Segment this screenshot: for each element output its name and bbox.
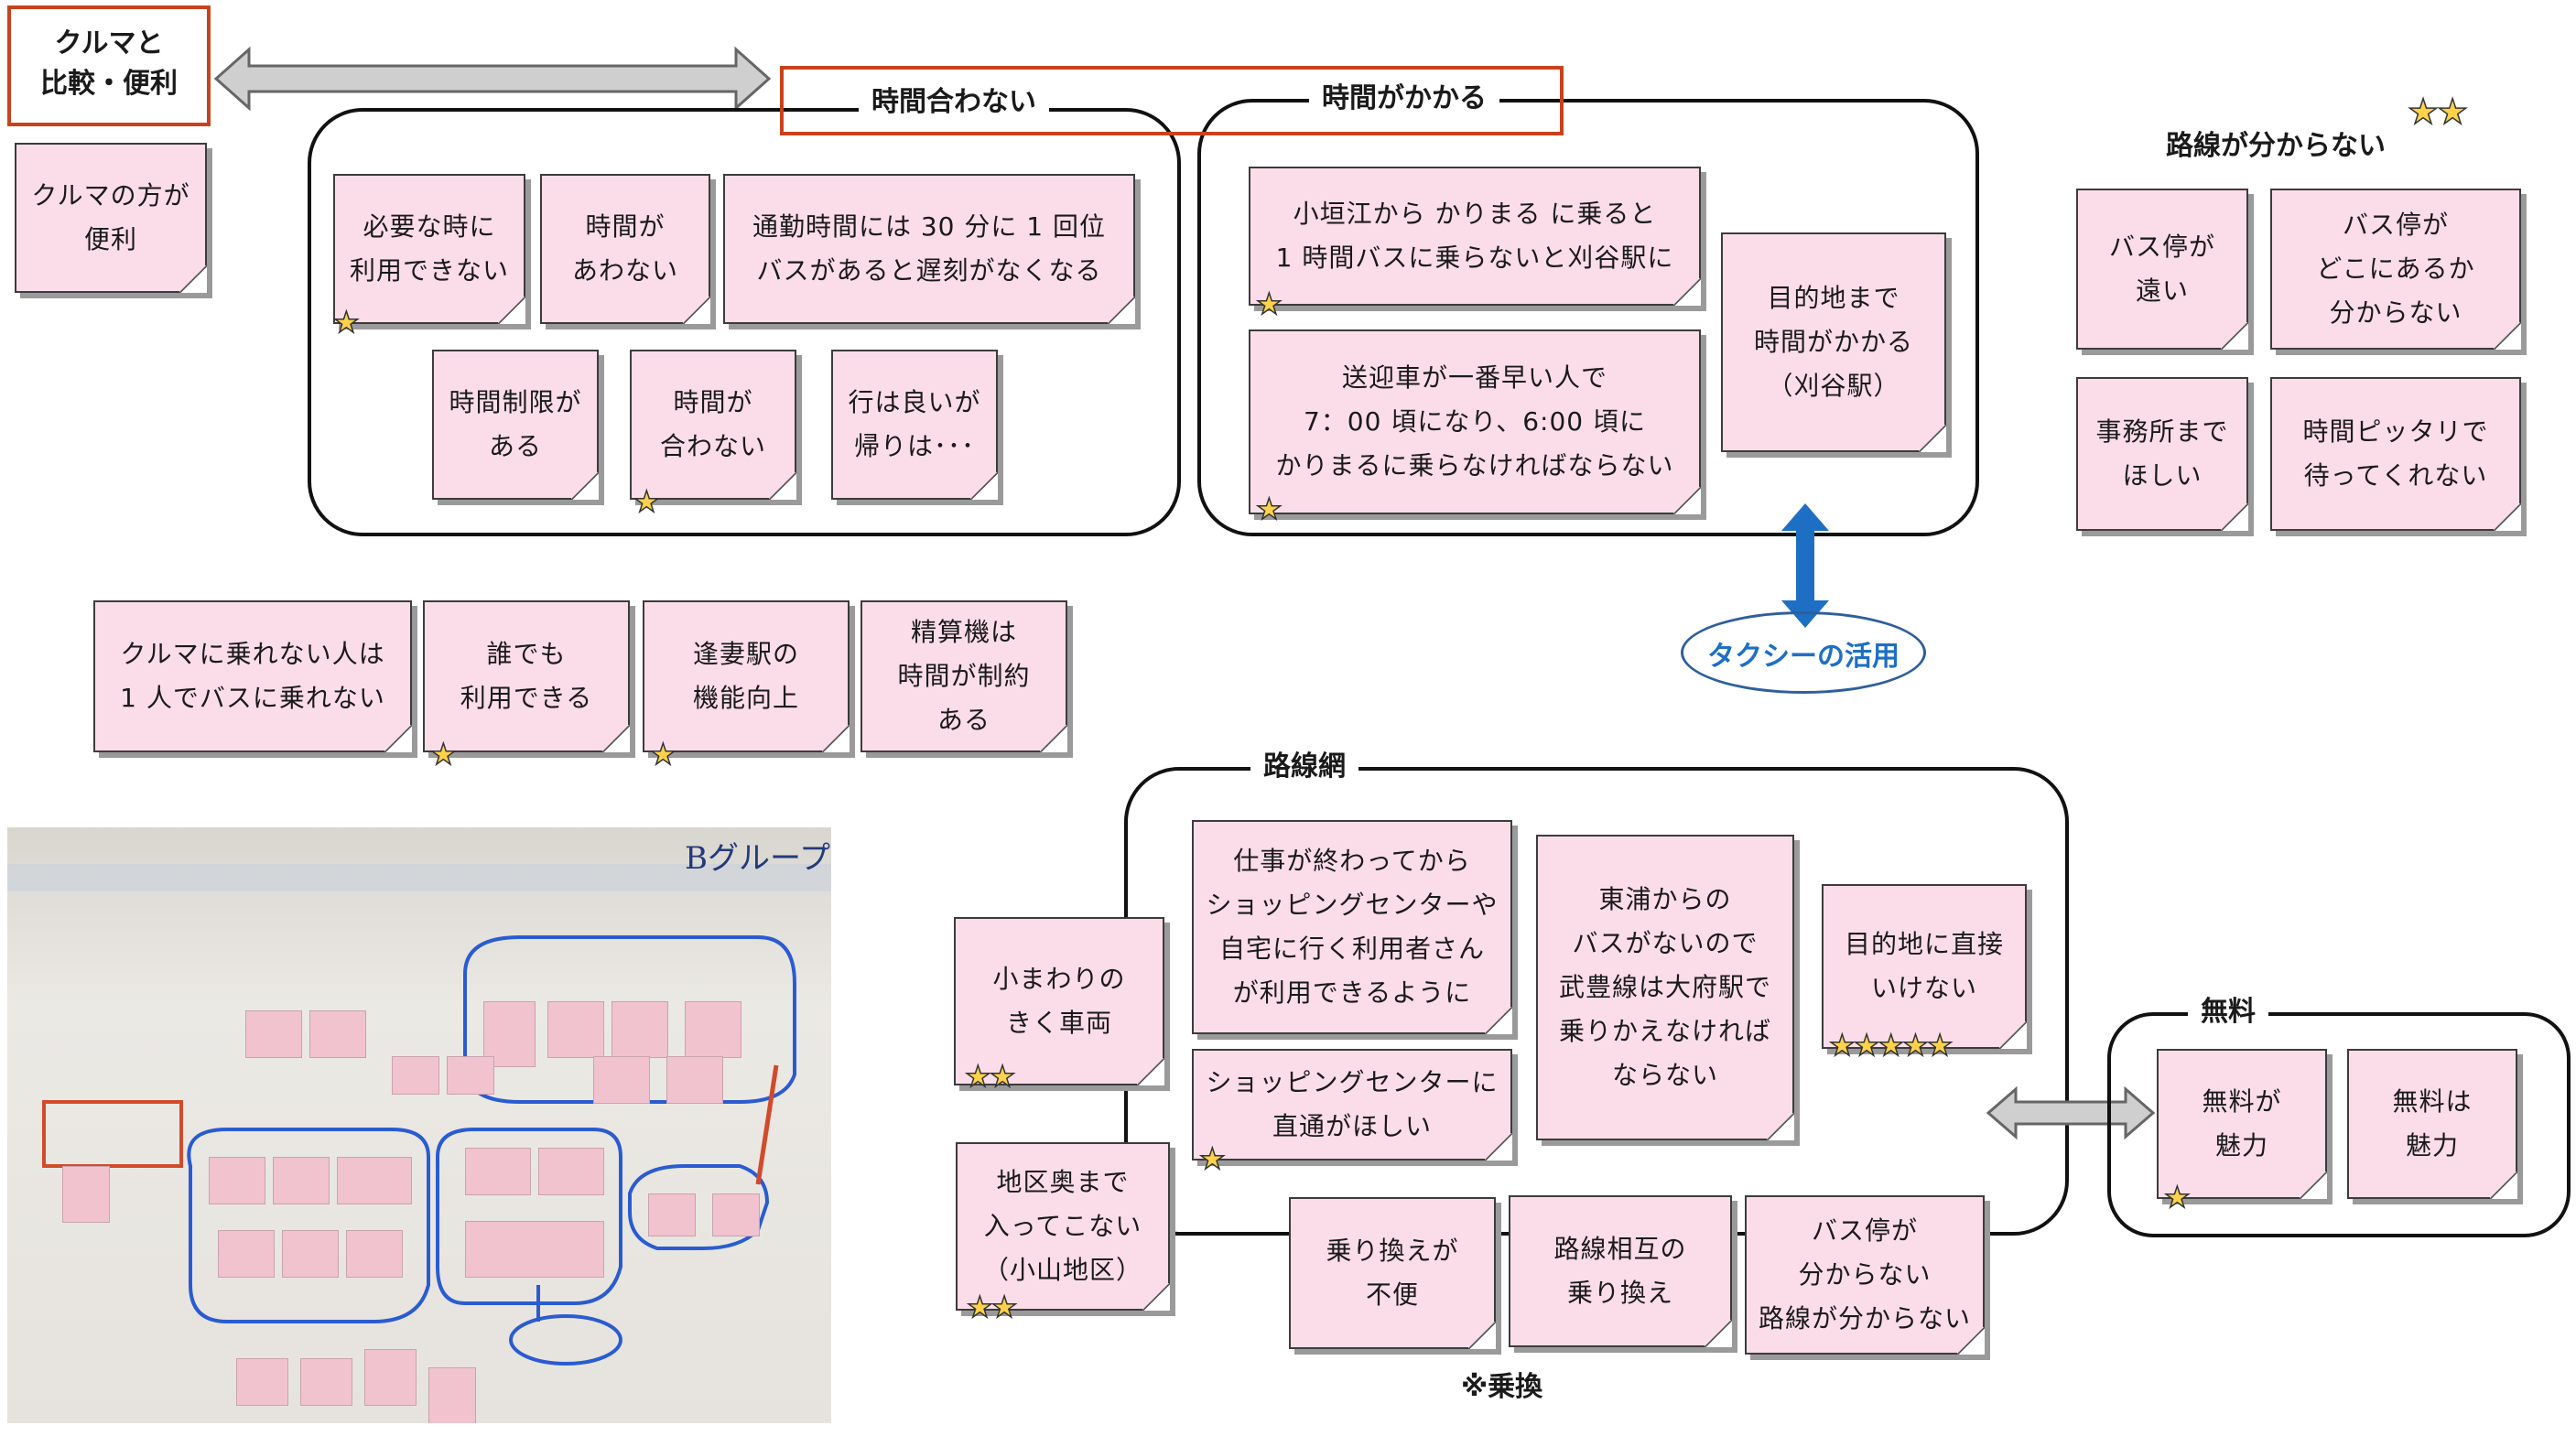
group-free-title: 無料 — [2188, 994, 2268, 1031]
group-time-long-title: 時間がかかる — [1309, 81, 1499, 117]
note-shopping-direct: ショッピングセンターに 直通がほしい — [1192, 1049, 1512, 1161]
note-pickup: 送迎車が一番早い人で 7：00 頃になり、6:00 頃に かりまるに乗らなければ… — [1249, 329, 1701, 514]
note-time-limit: 時間制限が ある — [432, 350, 599, 500]
note-after-work: 仕事が終わってから ショッピングセンターや 自宅に行く利用者さん が利用できるよ… — [1192, 820, 1512, 1034]
star-icon: ★ — [633, 484, 660, 519]
note-not-wait: 時間ピッタリで 待ってくれない — [2270, 377, 2521, 531]
photo-header-band — [7, 864, 831, 891]
note-fare-machine: 精算機は 時間が制約 ある — [860, 600, 1067, 752]
star-icon: ★ — [1255, 491, 1283, 526]
note-car-convenient: クルマの方が 便利 — [15, 143, 207, 293]
note-time-not-match: 時間が あわない — [540, 174, 710, 324]
group-free — [2107, 1012, 2571, 1237]
taxi-label: タクシーの活用 — [1707, 641, 1900, 673]
note-busstop-far: バス停が 遠い — [2076, 189, 2248, 350]
star-icon: ★ — [429, 737, 457, 772]
note-go-ok: 行は良いが 帰りは･･･ — [831, 350, 998, 500]
star-icon: ★ — [2163, 1180, 2191, 1215]
compare-arrow — [213, 46, 772, 112]
star-icon: ★ — [649, 737, 676, 772]
note-no-car: クルマに乗れない人は 1 人でバスに乗れない — [93, 600, 412, 752]
taxi-arrow — [1781, 503, 1829, 628]
taxi-ellipse — [1681, 611, 1926, 694]
note-time-not-match-2: 時間が 合わない — [630, 350, 796, 500]
note-anyone: 誰でも 利用できる — [423, 600, 630, 752]
star-icon: ★ — [332, 305, 360, 340]
star-icon: ★★ — [964, 1059, 1016, 1094]
note-free-is-attractive: 無料は 魅力 — [2347, 1049, 2517, 1199]
group-time-long — [1197, 99, 1979, 536]
photo-drawing — [42, 935, 796, 1366]
whiteboard-photo: Bグループ — [7, 827, 831, 1423]
transfer-label: ※乗換 — [1461, 1371, 1543, 1403]
compare-box-label: クルマと 比較・便利 — [40, 27, 178, 100]
note-destination-time: 目的地まで 時間がかかる （刈谷駅） — [1721, 232, 1946, 452]
star-icon: ★★ — [2407, 91, 2469, 133]
note-higashiura: 東浦からの バスがないので 武豊線は大府駅で 乗りかえなければ ならない — [1536, 835, 1794, 1140]
note-transfer-inconvenient: 乗り換えが 不便 — [1289, 1197, 1496, 1349]
note-route-transfer: 路線相互の 乗り換え — [1509, 1195, 1732, 1347]
group-network-title: 路線網 — [1250, 749, 1358, 785]
note-busstop-where: バス停が どこにあるか 分からない — [2270, 189, 2521, 350]
route-unknown-title: 路線が分からない — [2166, 130, 2386, 162]
note-ogakie: 小垣江から かりまる に乗ると 1 時間バスに乗らないと刈谷駅に — [1249, 167, 1701, 306]
star-icon: ★ — [1198, 1141, 1226, 1176]
note-oobu: 逢妻駅の 機能向上 — [643, 600, 850, 752]
time-titles-frame — [780, 66, 1564, 135]
star-icon: ★★ — [966, 1290, 1018, 1324]
note-commute: 通勤時間には 30 分に 1 回位 バスがあると遅刻がなくなる — [723, 174, 1135, 324]
free-arrow — [1986, 1085, 2156, 1140]
note-free-attractive: 無料が 魅力 — [2157, 1049, 2327, 1199]
group-time-mismatch-title: 時間合わない — [859, 84, 1049, 121]
note-small-vehicle: 小まわりの きく車両 — [954, 917, 1164, 1085]
note-direct-dest: 目的地に直接 いけない — [1822, 884, 2027, 1049]
group-time-mismatch — [308, 108, 1181, 536]
photo-group-label: Bグループ — [685, 840, 830, 877]
note-stop-unknown: バス停が 分からない 路線が分からない — [1745, 1195, 1985, 1355]
note-district: 地区奥まで 入ってこない （小山地区） — [956, 1142, 1170, 1311]
compare-box — [7, 5, 211, 126]
note-office: 事務所まで ほしい — [2076, 377, 2248, 531]
star-icon: ★ — [1255, 286, 1283, 321]
note-need-time: 必要な時に 利用できない — [333, 174, 525, 324]
star-icon: ★★★★★ — [1828, 1028, 1954, 1063]
